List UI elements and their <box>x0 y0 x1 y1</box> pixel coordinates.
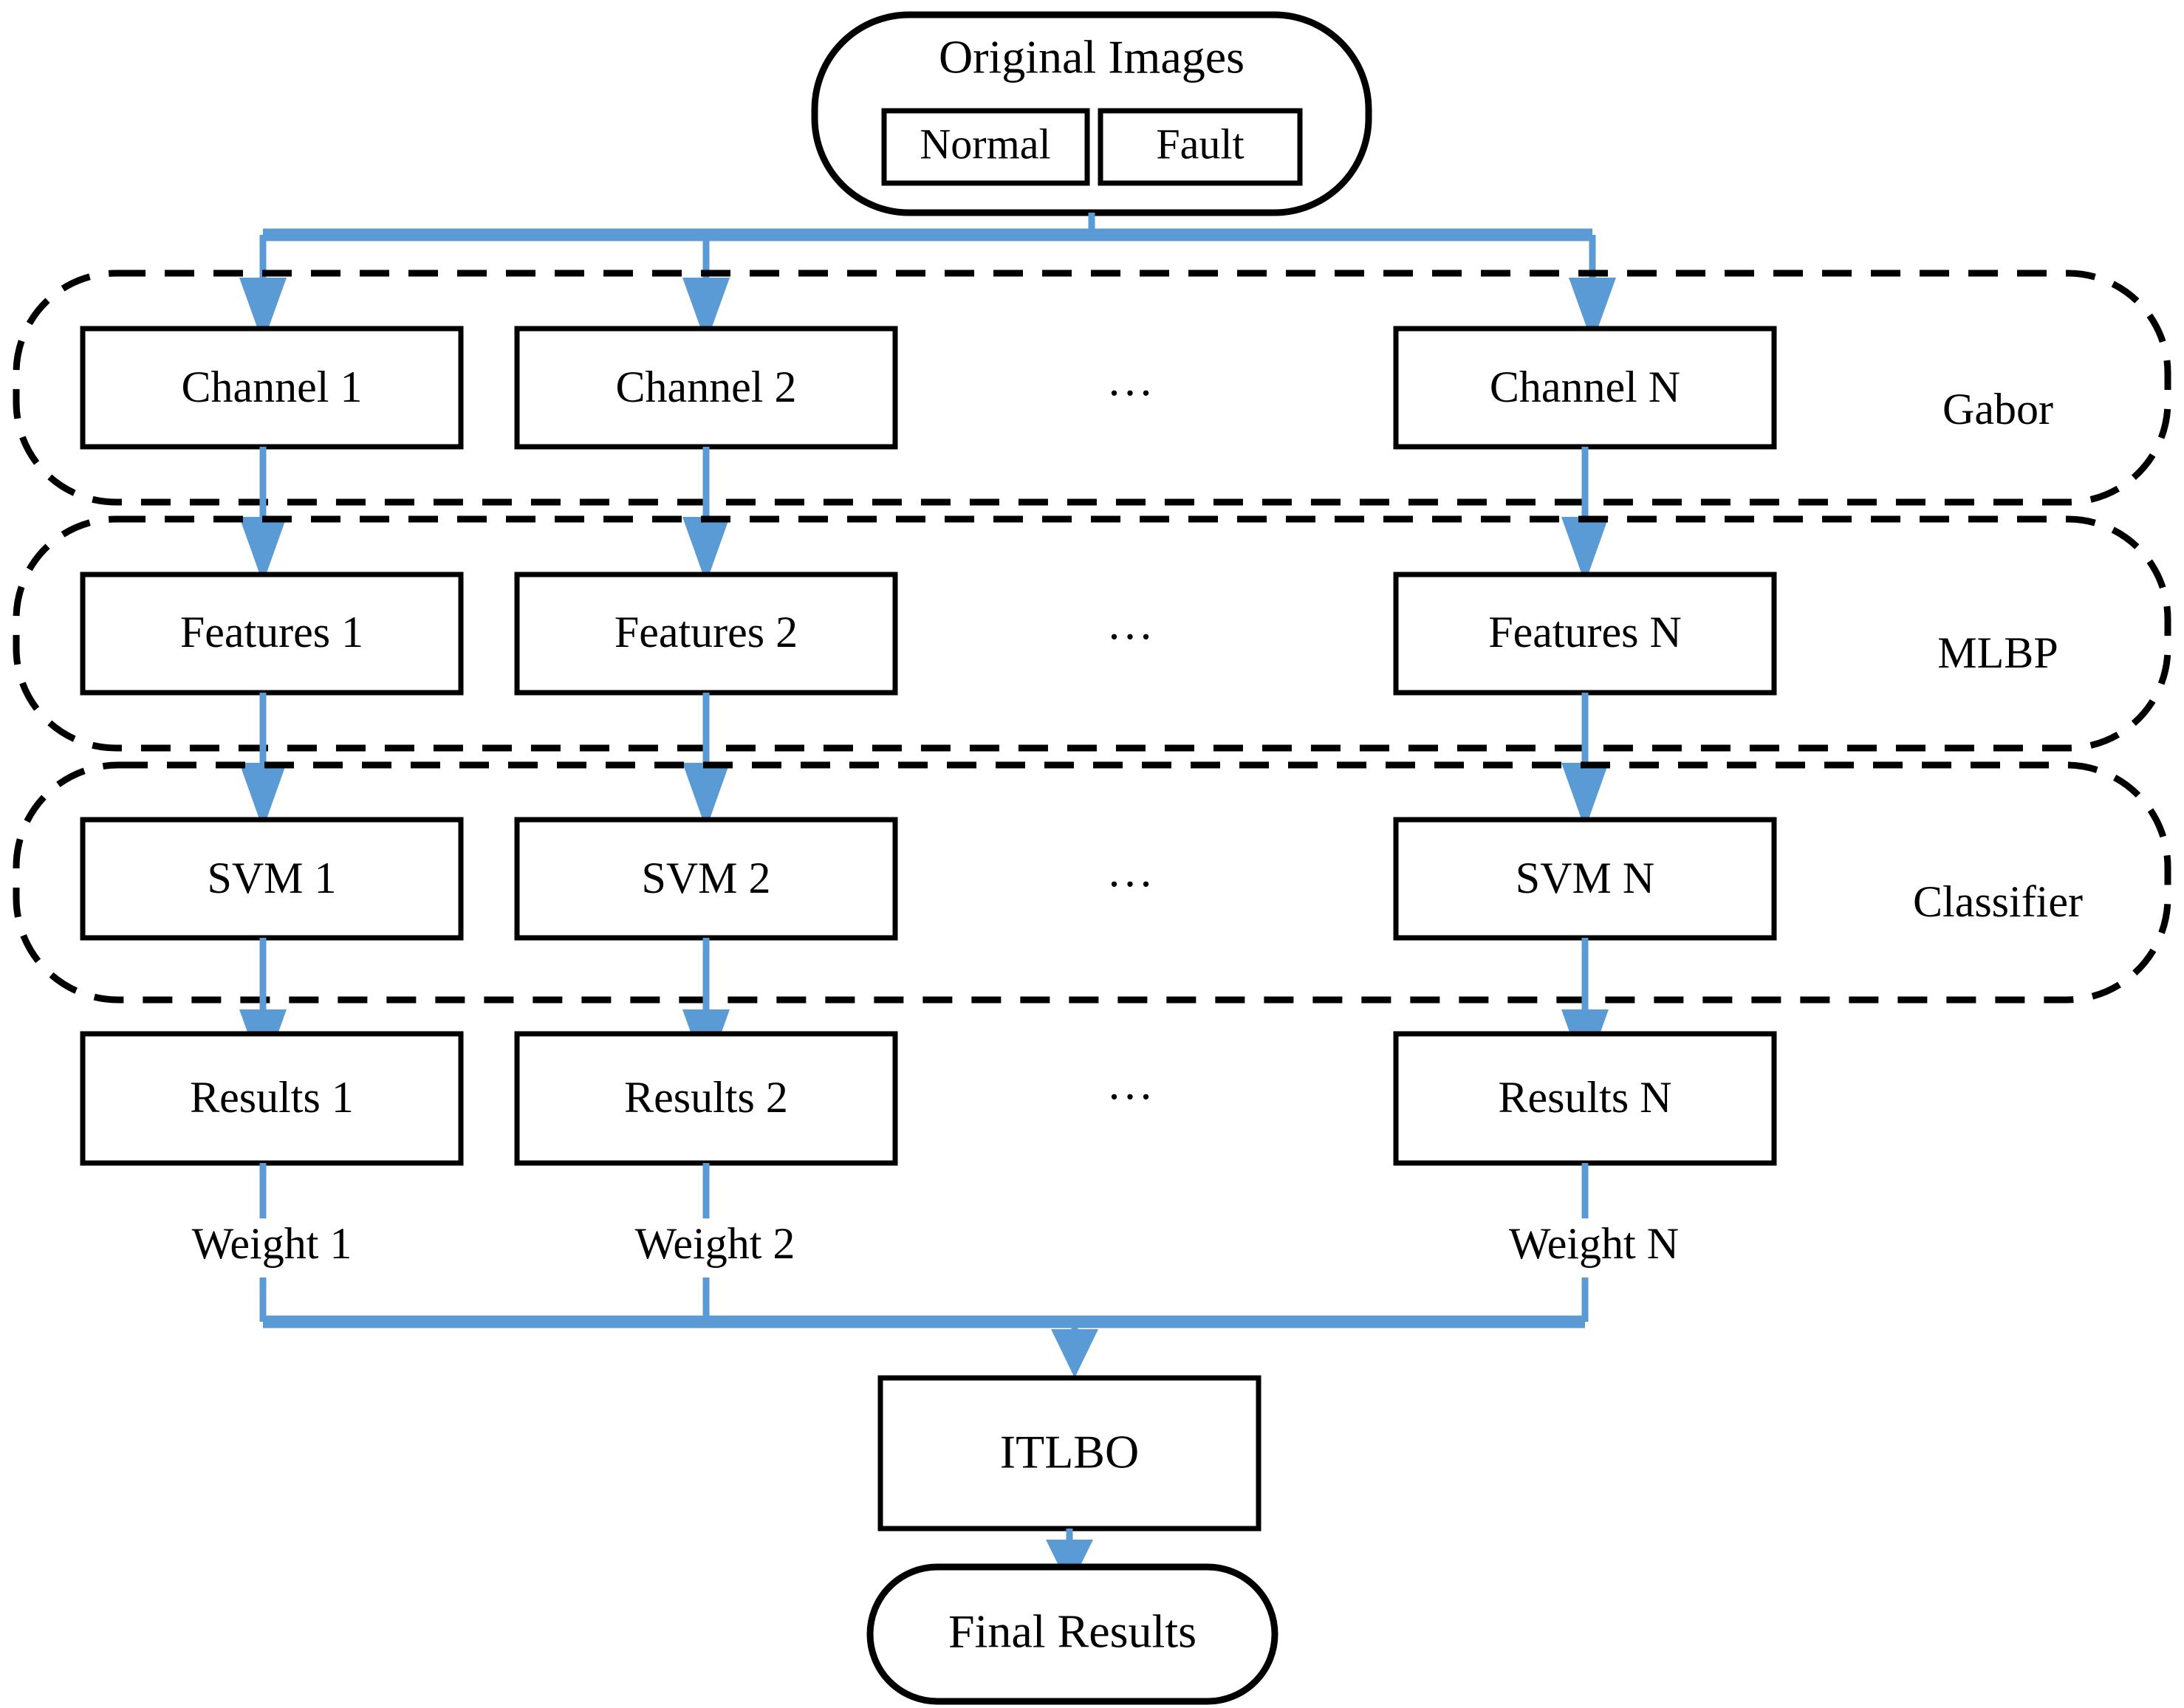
results-ellipsis: ... <box>1109 1059 1157 1109</box>
svm-2-label: SVM 2 <box>641 854 770 902</box>
channel-1-box[interactable] <box>80 326 464 450</box>
stage-row-results: Results 1 Results 2 Results N ... <box>80 1031 1777 1166</box>
arrow-down-icon <box>1569 278 1616 343</box>
arrow-down-icon <box>682 278 730 343</box>
channel-1-label: Channel 1 <box>182 363 363 411</box>
stage-row-mlbp: Features 1 Features 2 Features N <box>80 572 1777 696</box>
fault-class-box[interactable] <box>1098 108 1303 186</box>
results-2-label: Results 2 <box>624 1073 788 1122</box>
final-results-shape <box>866 1563 1278 1705</box>
stage-group-gabor: Gabor ... <box>13 270 2171 506</box>
results-n-label: Results N <box>1498 1073 1671 1122</box>
results-1-label: Results 1 <box>190 1073 354 1122</box>
itlbo-label: ITLBO <box>1000 1426 1139 1478</box>
results-n-box[interactable] <box>1393 1031 1777 1166</box>
itlbo-node[interactable]: ITLBO <box>877 1375 1262 1532</box>
original-images-label: Original Images <box>939 31 1245 83</box>
arrow-down-icon <box>682 517 730 583</box>
svm-1-box[interactable] <box>80 817 464 941</box>
source-fanout-connector <box>239 213 1616 343</box>
channel-n-box[interactable] <box>1393 326 1777 450</box>
normal-class-box[interactable] <box>881 108 1090 186</box>
features-1-box[interactable] <box>80 572 464 696</box>
results-1-box[interactable] <box>80 1031 464 1166</box>
final-results-label: Final Results <box>948 1605 1197 1658</box>
gabor-group-outline <box>13 270 2171 506</box>
features-n-label: Features N <box>1488 608 1682 656</box>
svm-1-label: SVM 1 <box>207 854 336 902</box>
svm-n-label: SVM N <box>1516 854 1654 902</box>
features-1-label: Features 1 <box>180 608 363 656</box>
itlbo-box[interactable] <box>877 1375 1262 1532</box>
classifier-group-label: Classifier <box>1913 877 2083 926</box>
original-images-node[interactable]: Original Images Normal Fault <box>811 11 1372 216</box>
weight-2-label: Weight 2 <box>635 1219 795 1268</box>
classifier-group-outline <box>13 761 2171 1004</box>
arrow-down-icon <box>1561 763 1609 829</box>
mlbp-group-label: MLBP <box>1937 628 2058 677</box>
svm-n-box[interactable] <box>1393 817 1777 941</box>
features-2-label: Features 2 <box>615 608 798 656</box>
stage-row-gabor: Channel 1 Channel 2 Channel N <box>80 326 1777 450</box>
weight-n-label: Weight N <box>1509 1219 1679 1268</box>
arrow-down-icon <box>1051 1329 1098 1378</box>
features-2-box[interactable] <box>514 572 898 696</box>
stage-row-classifier: SVM 1 SVM 2 SVM N <box>80 817 1777 941</box>
weight-connectors <box>259 1163 1589 1322</box>
weight-labels: Weight 1 Weight 2 Weight N <box>192 1219 1679 1268</box>
arrow-down-icon <box>1561 517 1609 583</box>
arrow-down-icon <box>239 278 287 343</box>
mlbp-ellipsis: ... <box>1109 599 1157 649</box>
channel-n-label: Channel N <box>1490 363 1680 411</box>
arrow-down-icon <box>239 763 287 829</box>
gabor-group-label: Gabor <box>1942 385 2053 433</box>
stage-group-mlbp: MLBP ... <box>13 515 2171 752</box>
channel-2-label: Channel 2 <box>616 363 797 411</box>
stage-group-classifier: Classifier ... <box>13 761 2171 1004</box>
connector-gabor-to-mlbp <box>239 447 1609 583</box>
arrow-down-icon <box>682 763 730 829</box>
arrow-down-icon <box>239 517 287 583</box>
mlbp-group-outline <box>13 515 2171 752</box>
connector-mlbp-to-classifier <box>239 693 1609 829</box>
normal-class-label: Normal <box>920 120 1050 168</box>
final-results-node[interactable]: Final Results <box>866 1563 1278 1705</box>
weight-merge-connector <box>263 1315 1585 1378</box>
gabor-ellipsis: ... <box>1109 355 1157 405</box>
svm-2-box[interactable] <box>514 817 898 941</box>
fault-class-label: Fault <box>1156 120 1244 168</box>
classifier-ellipsis: ... <box>1109 846 1157 896</box>
weight-1-label: Weight 1 <box>192 1219 352 1268</box>
